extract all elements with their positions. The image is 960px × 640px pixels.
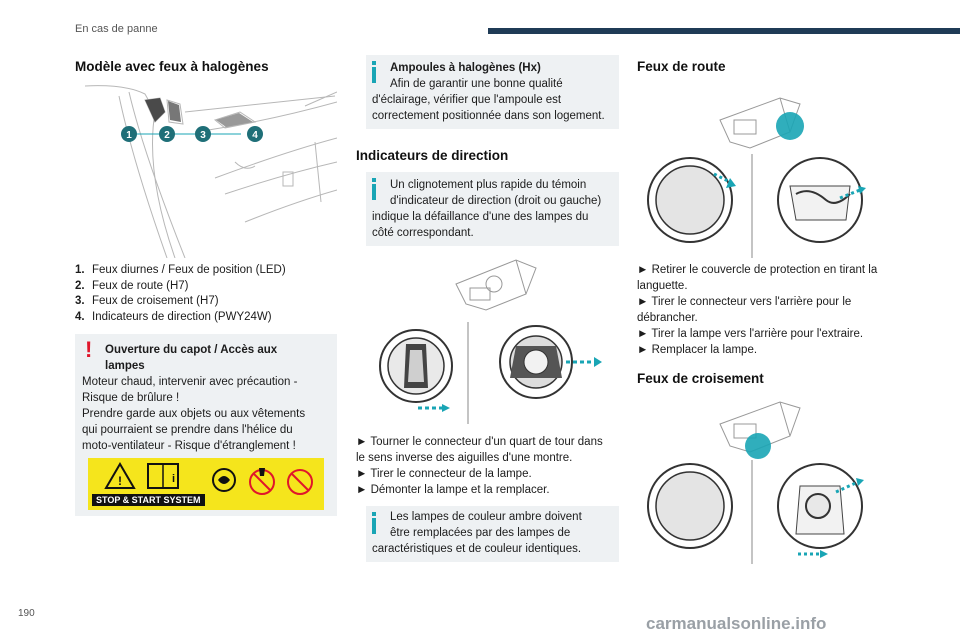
svg-text:2: 2 [164,130,170,141]
turn-indicator-heading: Indicateurs de direction [356,148,509,163]
info-box-amber: Les lampes de couleur ambre doivent être… [366,506,619,562]
warning-label: ! i STOP & START SYSTEM [88,458,324,510]
halogen-model-heading: Modèle avec feux à halogènes [75,59,269,74]
headlamp-diagram: 1 2 3 4 [85,85,337,258]
header-bar [488,28,960,34]
lamp-list: 1.Feux diurnes / Feux de position (LED) … [75,263,286,325]
warning-icon: ! [85,337,93,362]
low-beam-heading: Feux de croisement [637,371,764,386]
info-box-halogen: Ampoules à halogènes (Hx) Afin de garant… [366,55,619,129]
watermark: carmanualsonline.info [646,614,827,633]
info-box-indicator: Un clignotement plus rapide du témoin d'… [366,172,619,246]
svg-text:!: ! [118,474,122,488]
svg-text:i: i [172,473,175,485]
low-beam-diagram [647,401,864,564]
list-item: 4.Indicateurs de direction (PWY24W) [75,310,272,323]
list-item: 1.Feux diurnes / Feux de position (LED) [75,264,286,276]
list-item: 3.Feux de croisement (H7) [75,295,219,307]
callout-1 [121,126,137,142]
svg-text:1: 1 [126,130,132,141]
callout-3 [195,126,211,142]
high-beam-diagram [647,97,866,258]
high-beam-heading: Feux de route [637,59,726,74]
no-hand-icon [287,469,313,495]
page-number: 190 [18,608,35,619]
indicator-steps: ► Tourner le connecteur d'un quart de to… [356,436,603,496]
indicator-bulb-diagram [379,259,602,424]
stop-start-label: STOP & START SYSTEM [92,494,205,506]
callout-2 [159,126,175,142]
svg-text:4: 4 [252,130,258,141]
list-item: 2.Feux de route (H7) [75,279,189,292]
svg-text:3: 3 [200,130,206,141]
hazard-triangle-icon [104,462,136,489]
high-beam-steps: ► Retirer le couvercle de protection en … [637,264,878,356]
warning-box: ! Ouverture du capot / Accès aux lampes … [75,334,337,516]
callout-4 [247,126,263,142]
section-title: En cas de panne [75,23,158,35]
fan-icon [212,468,236,492]
